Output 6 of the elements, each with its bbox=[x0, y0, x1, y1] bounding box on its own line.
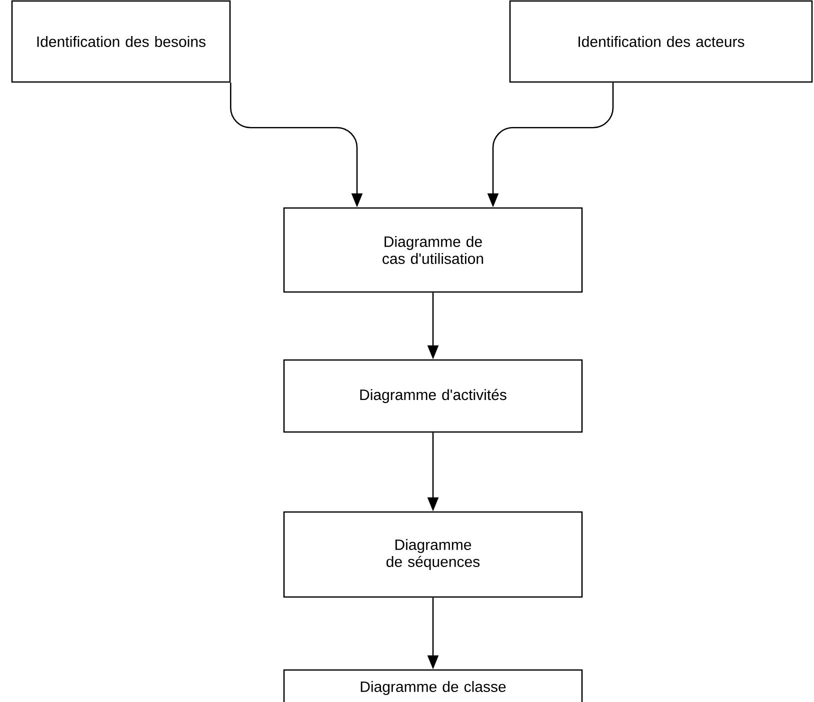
process-box: Identification des besoins bbox=[11, 0, 231, 83]
process-box: Diagramme d'activités bbox=[283, 359, 583, 433]
process-box: Identification des acteurs bbox=[509, 0, 813, 83]
process-box: Diagramme de classe bbox=[283, 669, 583, 702]
process-box: Diagramme de cas d'utilisation bbox=[283, 207, 583, 293]
process-box: Diagramme de séquences bbox=[283, 511, 583, 598]
